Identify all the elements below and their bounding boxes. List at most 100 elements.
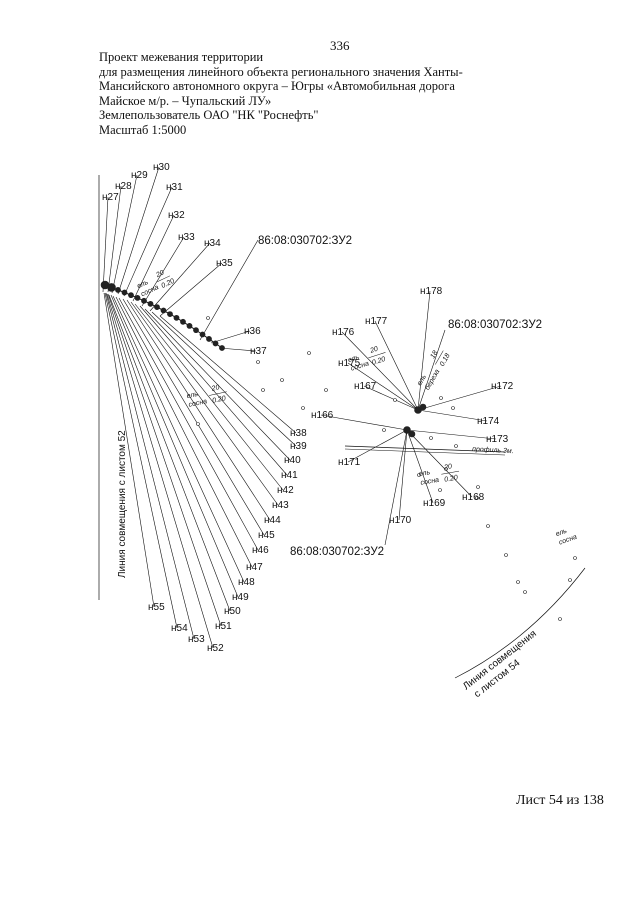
boundary-point-marker: [408, 430, 416, 438]
cadastral-label-right: 86:08:030702:ЗУ2: [448, 319, 542, 331]
leader-line-н46: [118, 297, 259, 551]
survey-marker: [307, 351, 311, 355]
sheet-label: Лист 54 из 138: [516, 793, 604, 808]
boundary-point-marker: [212, 340, 219, 347]
survey-marker: [573, 556, 577, 560]
point-label-н49: н49: [232, 592, 249, 603]
leader-line-н40: [144, 308, 291, 461]
survey-marker: [429, 436, 433, 440]
leader-line-н171: [347, 429, 408, 463]
boundary-point-marker: [147, 300, 154, 307]
point-label-н53: н53: [188, 634, 205, 645]
survey-marker: [568, 578, 572, 582]
point-label-н46: н46: [252, 545, 269, 556]
leader-line-н30: [117, 166, 160, 295]
point-label-н51: н51: [215, 621, 232, 632]
forest-note-species: ель: [136, 279, 149, 290]
point-label-н173: н173: [486, 434, 509, 445]
leader-line-н48: [112, 295, 245, 583]
point-label-н167: н167: [354, 381, 377, 392]
leader-line-н29: [111, 174, 138, 294]
point-label-н45: н45: [258, 530, 275, 541]
forest-note-4: ель сосна 20 0.20: [418, 463, 460, 487]
survey-marker: [196, 422, 200, 426]
point-label-н30: н30: [153, 162, 170, 173]
forest-note-5: ель береза 18 0.18: [416, 350, 452, 392]
survey-marker: [324, 388, 328, 392]
leader-line-н169: [406, 429, 434, 504]
leader-line-н166: [320, 414, 408, 431]
point-label-н41: н41: [281, 470, 298, 481]
forest-note-num: 20: [443, 463, 453, 471]
forest-note-species: ель: [416, 373, 428, 387]
survey-marker: [451, 406, 455, 410]
point-label-н44: н44: [264, 515, 281, 526]
leader-line-н177: [374, 320, 419, 411]
point-label-н170: н170: [389, 515, 412, 526]
forest-note-1: ель сосна 20 0.20: [136, 269, 176, 298]
forest-note-species: ель: [186, 391, 199, 400]
cadastral-label-bottom: 86:08:030702:ЗУ2: [290, 546, 384, 558]
profile-line-2: [344, 448, 506, 456]
boundary-point-marker: [403, 426, 411, 434]
forest-note-num: 20: [210, 384, 220, 393]
leader-line-cadastral-left: [199, 239, 259, 341]
point-label-н175: н175: [338, 358, 361, 369]
leader-line-н44: [126, 299, 271, 521]
title-line-4: Майское м/р. – Чупальский ЛУ»: [99, 93, 272, 108]
leader-line-н54: [104, 292, 178, 629]
leader-line-н172: [417, 385, 502, 411]
point-label-н29: н29: [131, 170, 148, 181]
leader-line-н174: [417, 409, 488, 422]
leader-line-н32: [132, 214, 175, 302]
survey-marker: [206, 316, 210, 320]
forest-note-num: 20: [368, 346, 379, 355]
point-label-н38: н38: [290, 428, 307, 439]
point-label-н43: н43: [272, 500, 289, 511]
point-label-н36: н36: [244, 326, 261, 337]
survey-marker: [475, 496, 479, 500]
land-user-line: Землепользователь ОАО "НК "Роснефть": [99, 108, 319, 122]
scale-line: Масштаб 1:5000: [99, 122, 187, 137]
survey-marker: [439, 396, 443, 400]
point-label-н172: н172: [491, 381, 514, 392]
point-label-н34: н34: [204, 238, 221, 249]
leader-line-cadastral-right: [417, 329, 446, 411]
boundary-point-marker: [414, 406, 422, 414]
leader-line-н168: [406, 429, 473, 498]
cadastral-label-left: 86:08:030702:ЗУ2: [258, 235, 352, 247]
boundary-point-marker: [141, 297, 147, 304]
boundary-point-marker: [206, 336, 212, 342]
leader-line-н178: [417, 290, 431, 411]
boundary-point-marker: [160, 307, 167, 314]
leader-line-н51: [107, 293, 222, 627]
point-label-н47: н47: [246, 562, 263, 573]
leader-line-н176: [341, 331, 419, 411]
point-label-н42: н42: [277, 485, 294, 496]
leader-line-н41: [139, 305, 288, 476]
survey-marker: [261, 388, 265, 392]
survey-marker: [417, 473, 421, 477]
boundary-point-marker: [186, 323, 193, 329]
forest-note-species2: сосна: [188, 398, 208, 409]
point-label-н37: н37: [250, 346, 267, 357]
boundary-point-marker: [419, 403, 427, 411]
forest-note-num: 18: [429, 350, 439, 360]
title-block: Проект межевания территории для размещен…: [99, 50, 499, 137]
leader-line-н31: [123, 186, 173, 297]
boundary-point-marker: [173, 314, 180, 321]
point-label-н178: н178: [420, 286, 443, 297]
point-label-н169: н169: [423, 498, 446, 509]
boundary-point-marker: [180, 318, 186, 325]
title-line-2: для размещения линейного объекта региона…: [99, 64, 463, 79]
boundary-point-marker: [193, 327, 199, 334]
leader-line-н39: [151, 311, 297, 447]
survey-marker: [486, 524, 490, 528]
forest-note-den: 0.20: [371, 356, 386, 367]
leader-line-н173: [406, 429, 497, 440]
point-label-н176: н176: [332, 327, 355, 338]
forest-note-num: 20: [154, 269, 165, 279]
leader-line-н55: [103, 292, 155, 608]
title-line-3: Мансийского автономного округа – Югры «А…: [99, 79, 455, 93]
